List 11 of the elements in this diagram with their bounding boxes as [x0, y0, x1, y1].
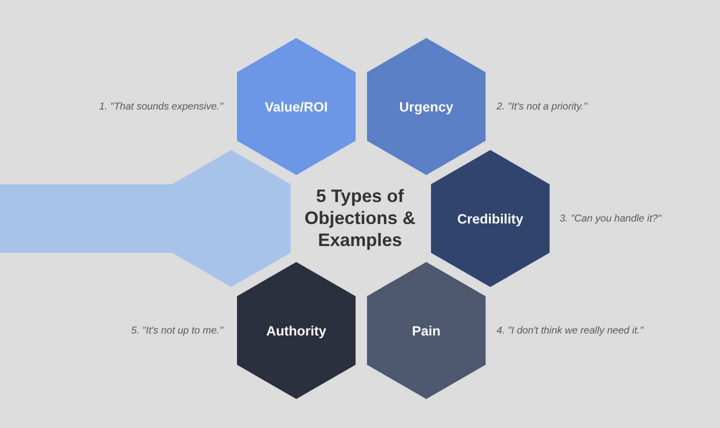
- category-label: Credibility: [457, 211, 524, 226]
- example-quote: 5. "It's not up to me.": [131, 325, 223, 336]
- example-quote: 3. "Can you handle it?": [560, 213, 662, 224]
- category-label: Value/ROI: [264, 99, 328, 114]
- example-quote: 4. "I don't think we really need it.": [496, 325, 644, 336]
- example-quote: 1. "That sounds expensive.": [99, 101, 223, 112]
- category-label: Urgency: [399, 99, 454, 114]
- heading: 5 Types of Objections & Examples: [303, 185, 416, 251]
- example-quote: 2. "It's not a priority.": [496, 101, 588, 112]
- category-label: Authority: [266, 323, 326, 338]
- category-label: Pain: [412, 323, 441, 338]
